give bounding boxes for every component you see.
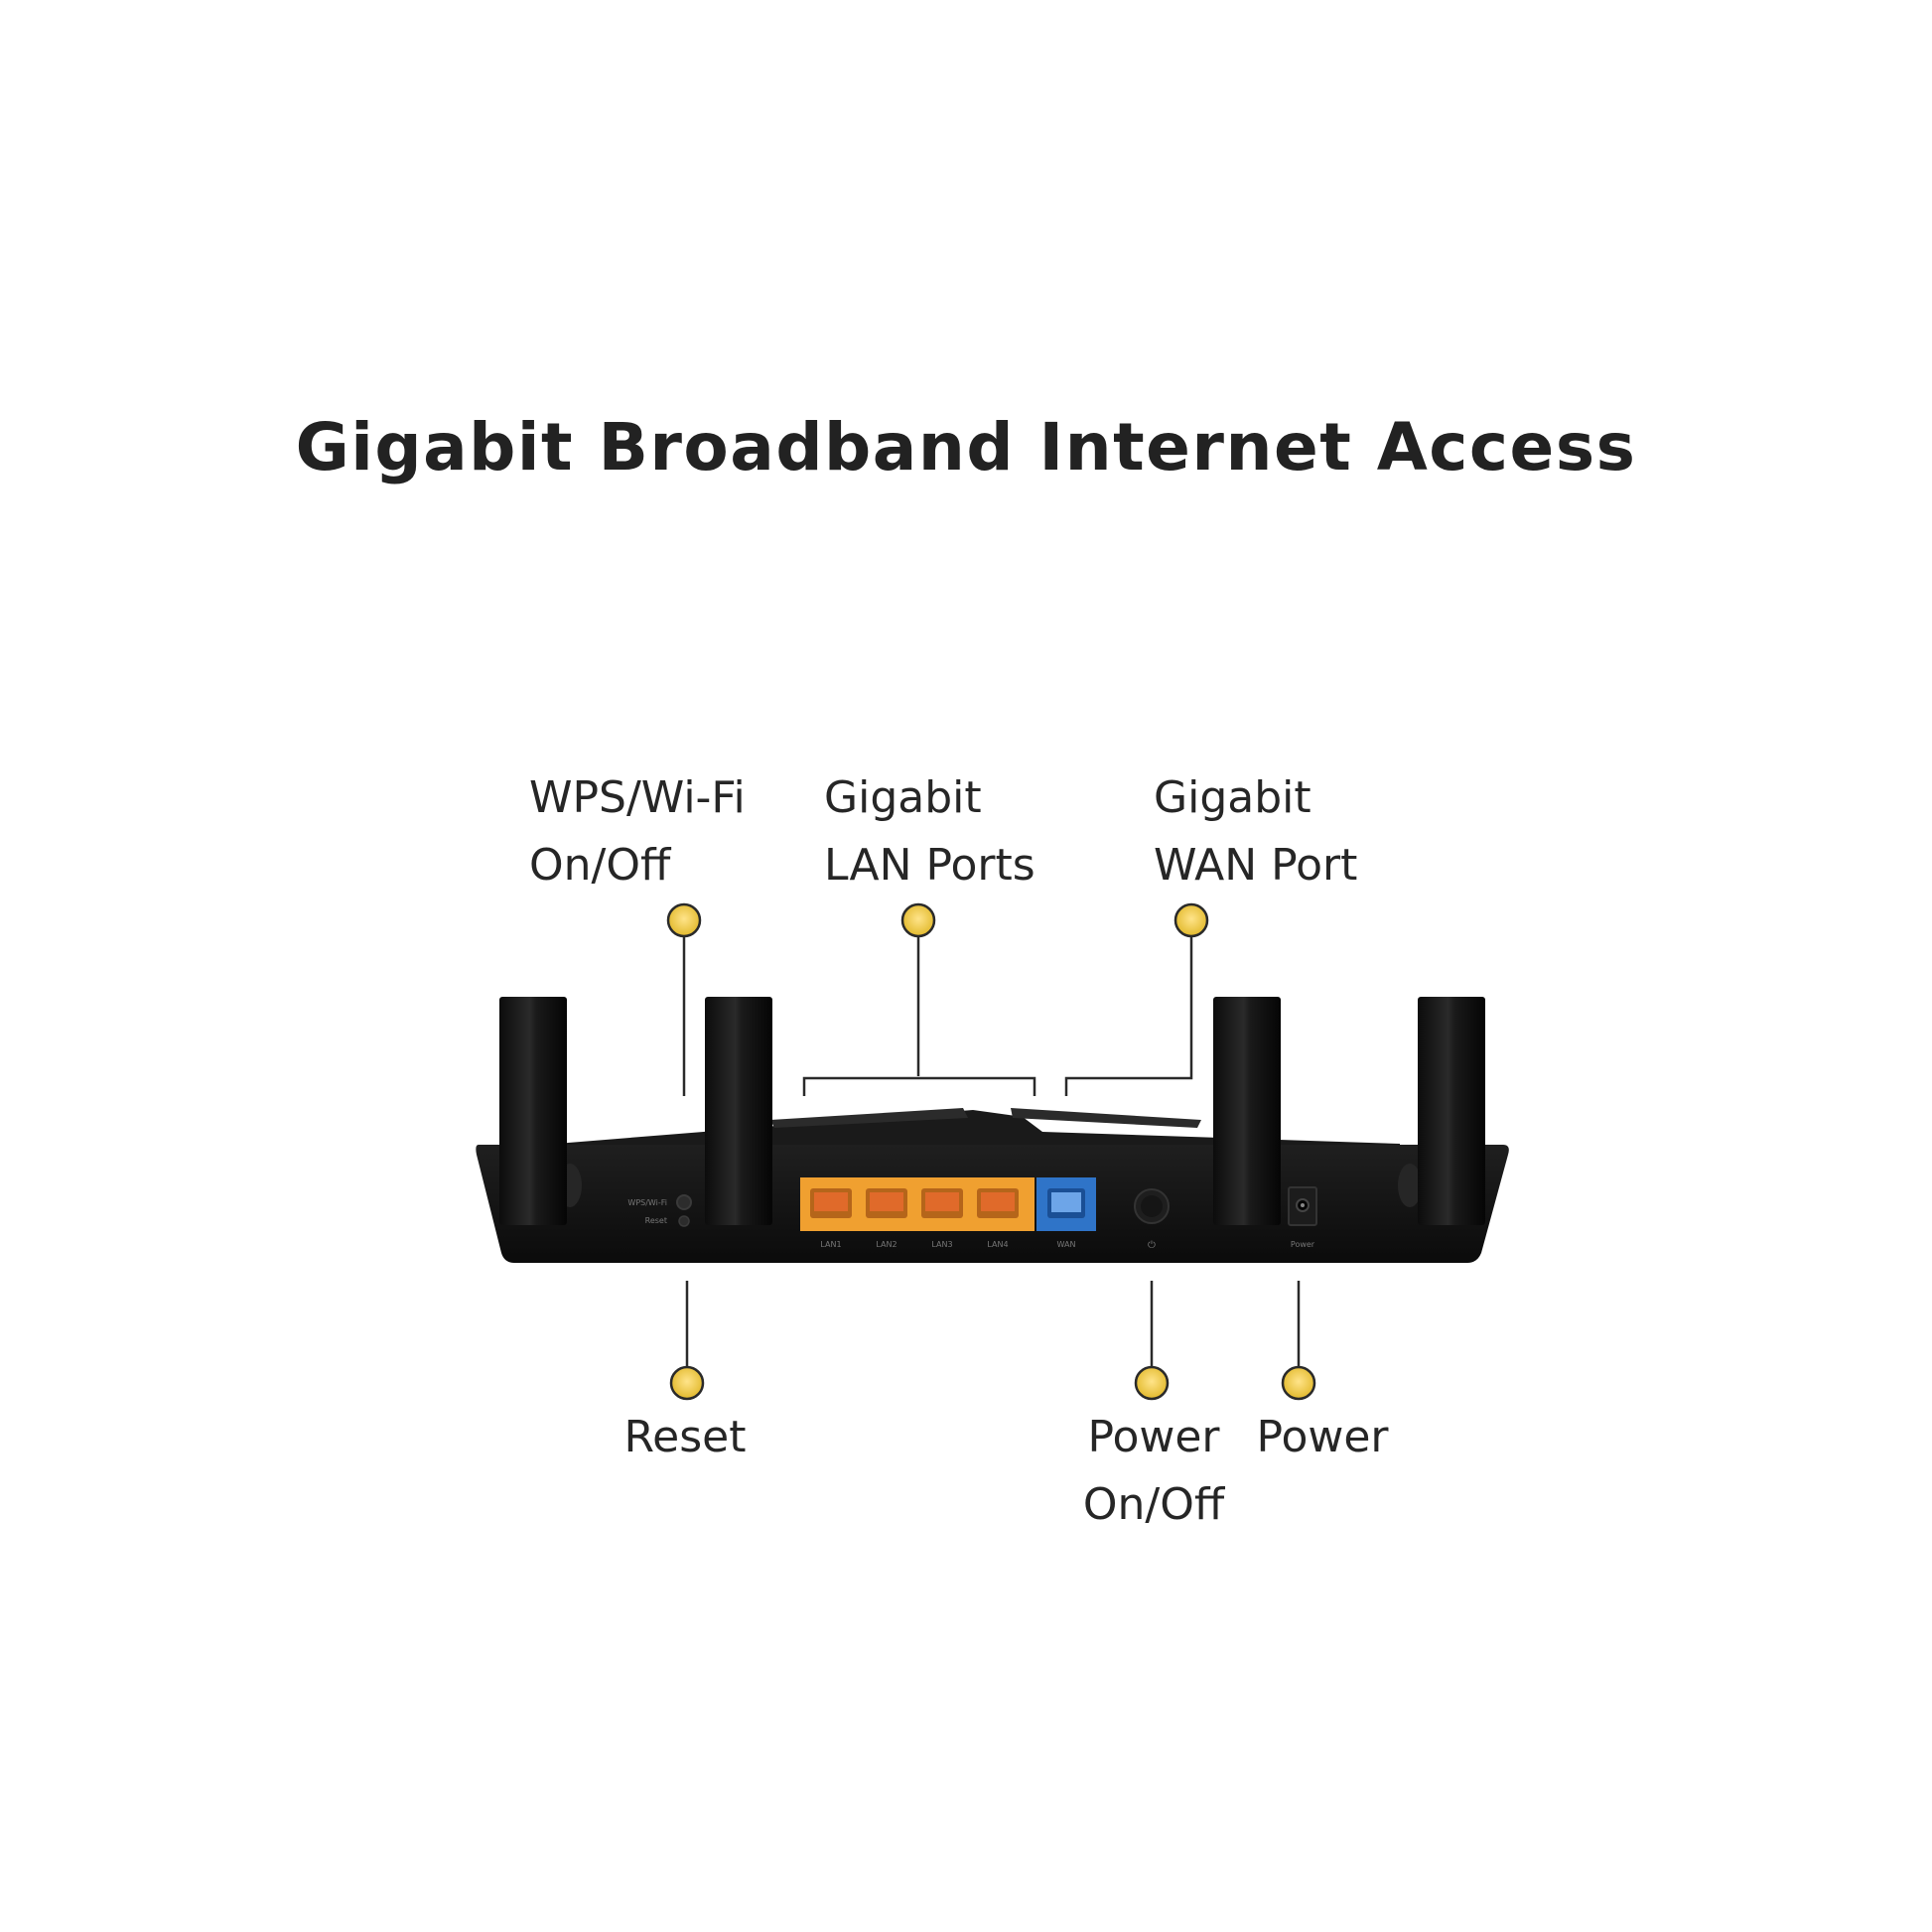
antenna-3 — [1213, 997, 1281, 1225]
lan-port-3[interactable] — [921, 1188, 963, 1218]
marker-wps-icon — [666, 902, 702, 938]
lan-port-label-3: LAN3 — [931, 1240, 952, 1249]
callout-wan-line1: Gigabit — [1154, 772, 1311, 823]
right-antenna-hinge — [1398, 1164, 1422, 1207]
callout-wan-line2: WAN Port — [1154, 840, 1358, 891]
power-switch-inner — [1141, 1195, 1163, 1217]
callout-reset-line1: Reset — [623, 1412, 747, 1462]
power-symbol-icon: ⏻ — [1148, 1240, 1156, 1251]
callout-wps-label: WPS/Wi-Fi On/Off — [529, 764, 746, 899]
marker-wan-icon — [1173, 902, 1209, 938]
callout-lan-line2: LAN Ports — [824, 840, 1035, 891]
reset-button[interactable] — [678, 1215, 690, 1227]
antenna-1 — [499, 997, 567, 1225]
callout-wan-label: Gigabit WAN Port — [1154, 764, 1357, 899]
lan-port-2[interactable] — [866, 1188, 907, 1218]
callout-power-line1: Power — [1256, 1412, 1389, 1462]
lan-port-label-4: LAN4 — [987, 1240, 1008, 1249]
lan-port-labels: LAN1 LAN2 LAN3 LAN4 — [820, 1240, 1008, 1249]
device-label-wan: WAN — [1057, 1240, 1076, 1249]
callout-reset-label: Reset — [586, 1404, 784, 1471]
callout-power-switch-line2: On/Off — [1082, 1479, 1225, 1530]
callout-markers — [666, 902, 1316, 1401]
device-label-reset: Reset — [645, 1216, 667, 1225]
callout-power-switch-line1: Power — [1087, 1412, 1220, 1462]
antenna-2 — [705, 997, 772, 1225]
lan-ports — [810, 1188, 1019, 1218]
power-jack-pin — [1301, 1203, 1305, 1207]
antenna-4 — [1418, 997, 1485, 1225]
marker-power-icon — [1281, 1365, 1316, 1401]
wan-port[interactable] — [1047, 1188, 1085, 1218]
device-label-power: Power — [1291, 1240, 1315, 1249]
callout-wps-line2: On/Off — [529, 840, 671, 891]
lan-port-label-2: LAN2 — [876, 1240, 897, 1249]
marker-power-switch-icon — [1134, 1365, 1170, 1401]
lan-port-4[interactable] — [977, 1188, 1019, 1218]
leader-lines — [682, 937, 1301, 1368]
lan-port-label-1: LAN1 — [820, 1240, 841, 1249]
callout-lan-line1: Gigabit — [824, 772, 982, 823]
device-label-wps: WPS/Wi-Fi — [627, 1198, 667, 1207]
page-title: Gigabit Broadband Internet Access — [295, 409, 1637, 485]
wps-button[interactable] — [676, 1194, 692, 1210]
marker-reset-icon — [669, 1365, 705, 1401]
marker-lan-icon — [900, 902, 936, 938]
callout-power-label: Power — [1223, 1404, 1422, 1471]
callout-lan-label: Gigabit LAN Ports — [824, 764, 1035, 899]
callout-wps-line1: WPS/Wi-Fi — [529, 772, 746, 823]
callout-power-switch-label: Power On/Off — [1054, 1404, 1253, 1539]
lan-port-1[interactable] — [810, 1188, 852, 1218]
